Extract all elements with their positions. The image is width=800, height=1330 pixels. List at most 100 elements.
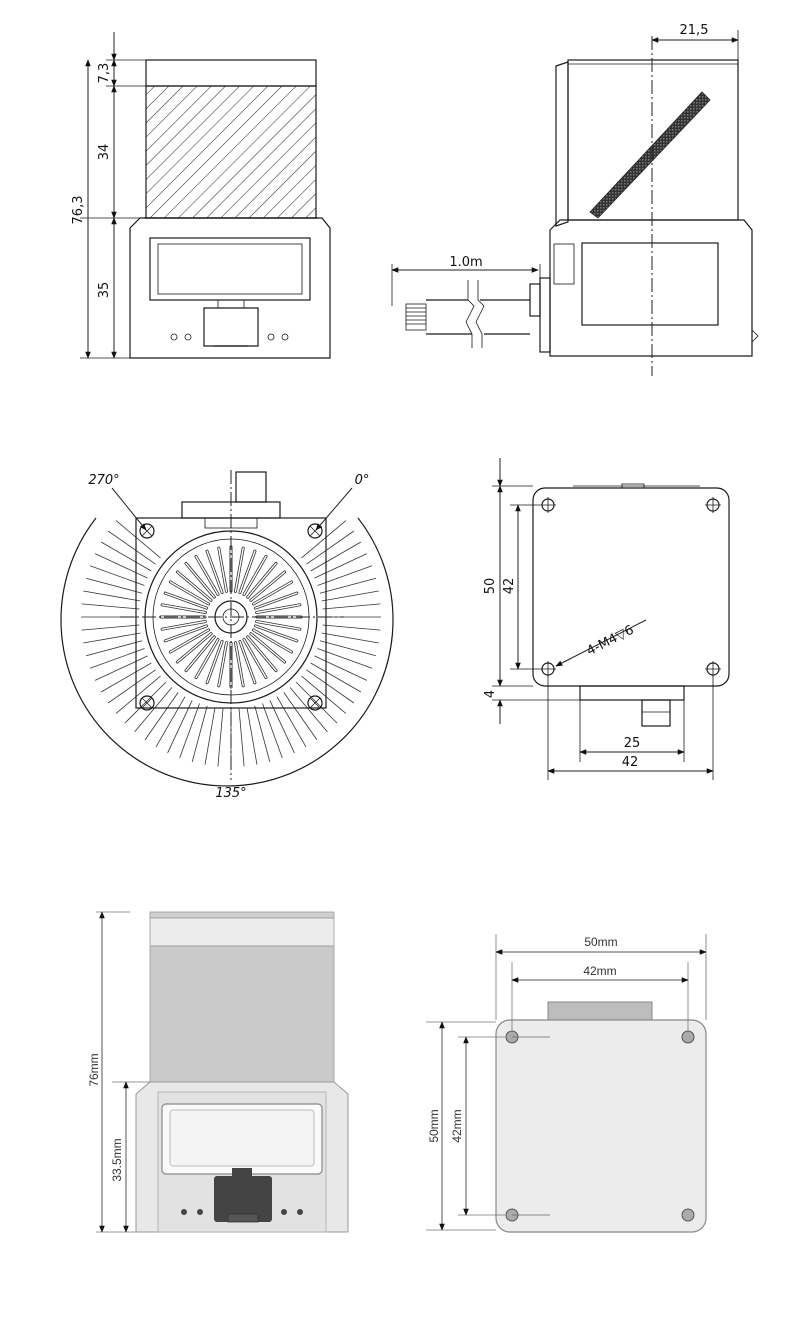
cooling-fin-highlight	[254, 625, 298, 642]
scan-spoke	[246, 707, 258, 765]
scan-spoke	[83, 590, 141, 602]
scan-spoke	[107, 530, 156, 565]
cooling-fin-highlight	[206, 640, 223, 684]
dim-42-horizontal: 42	[622, 755, 639, 770]
cooling-fin-highlight	[239, 550, 256, 594]
dim-50: 50	[483, 578, 498, 595]
angle-0: 0°	[355, 473, 370, 488]
side-view-drawing	[391, 30, 759, 376]
dim-50mm-horizontal: 50mm	[584, 935, 617, 949]
cooling-fin-highlight	[164, 625, 208, 642]
dim-4: 4	[483, 690, 498, 698]
scan-spoke	[283, 692, 318, 741]
dim-25: 25	[624, 736, 641, 751]
dim-42mm-vertical: 42mm	[450, 1109, 464, 1142]
scan-spoke	[134, 687, 173, 733]
cooling-fin-highlight	[252, 629, 293, 653]
scan-spoke	[85, 640, 143, 657]
cooling-fin-highlight	[185, 636, 216, 672]
scan-spoke	[167, 700, 193, 754]
scan-spoke	[81, 603, 140, 610]
scan-spoke	[314, 553, 368, 579]
cooling-fin-highlight	[254, 592, 298, 609]
scan-spoke	[276, 696, 307, 748]
scan-spoke	[319, 577, 377, 594]
cooling-fin-highlight	[206, 550, 223, 594]
scan-spoke	[289, 687, 328, 733]
scan-spokes	[81, 520, 381, 767]
cooling-fin-highlight	[218, 641, 228, 687]
bottom-mounting-view	[492, 458, 730, 780]
scan-spoke	[322, 603, 381, 610]
dim-50mm-vertical: 50mm	[427, 1109, 441, 1142]
dim-34: 34	[97, 144, 112, 161]
cooling-fin-highlight	[169, 629, 210, 653]
scan-spoke	[100, 662, 152, 693]
dim-76-3: 76,3	[71, 196, 86, 225]
scan-spoke	[306, 530, 355, 565]
scan-spoke	[83, 632, 141, 644]
scan-spoke	[301, 675, 347, 714]
scan-spoke	[217, 708, 224, 767]
scan-spoke	[94, 553, 148, 579]
scan-spoke	[179, 703, 200, 759]
cooling-fin-highlight	[255, 620, 301, 630]
scan-spoke	[319, 640, 377, 657]
cooling-fin-highlight	[161, 620, 207, 630]
angle-135: 135°	[215, 786, 246, 801]
base-view-render	[426, 934, 707, 1233]
front-view-render	[96, 911, 349, 1233]
cooling-fin-highlight	[176, 571, 212, 601]
cooling-fin-highlight	[218, 547, 228, 593]
cooling-fin-highlight	[185, 562, 216, 598]
cooling-fin-highlight	[250, 571, 286, 601]
scan-spoke	[85, 577, 143, 594]
cooling-fin-highlight	[195, 638, 219, 679]
scan-spoke	[191, 705, 208, 763]
scan-spoke	[204, 707, 216, 765]
scan-spoke	[94, 655, 148, 681]
dim-7-3: 7,3	[97, 63, 112, 84]
cooling-fin-highlight	[234, 547, 244, 593]
scan-spoke	[115, 520, 161, 559]
scan-spoke	[254, 705, 271, 763]
cooling-fin-highlight	[164, 592, 208, 609]
scan-spoke	[306, 669, 355, 704]
dim-42mm-horizontal: 42mm	[583, 964, 616, 978]
front-view-drawing	[80, 32, 331, 359]
cooling-fin-highlight	[176, 633, 212, 663]
scan-spoke	[155, 696, 186, 748]
scan-spoke	[322, 624, 381, 631]
dim-21-5: 21,5	[680, 23, 709, 38]
cooling-fin-highlight	[255, 604, 301, 614]
scan-spoke	[262, 703, 283, 759]
scan-spoke	[269, 700, 295, 754]
top-view-scan-sector	[60, 470, 394, 787]
scan-spoke	[321, 590, 379, 602]
scan-spoke	[314, 655, 368, 681]
cooling-fin-highlight	[243, 638, 267, 679]
dim-76mm: 76mm	[87, 1053, 101, 1086]
scan-spoke	[310, 662, 362, 693]
thread-callout: 4-M4▽6	[584, 623, 636, 659]
cable-length: 1.0m	[449, 255, 482, 270]
scan-spoke	[301, 520, 347, 559]
cooling-fin-highlight	[169, 581, 210, 605]
scan-spoke	[115, 675, 161, 714]
scan-spoke	[107, 669, 156, 704]
cooling-fin-highlight	[252, 581, 293, 605]
scan-spoke	[124, 681, 167, 724]
cooling-fin-highlight	[234, 641, 244, 687]
scan-spoke	[321, 632, 379, 644]
dim-42: 42	[502, 578, 517, 595]
dim-33-5mm: 33.5mm	[110, 1138, 124, 1181]
scan-spoke	[295, 681, 338, 724]
scan-spoke	[81, 624, 140, 631]
cooling-fin-highlight	[161, 604, 207, 614]
cooling-fin-highlight	[239, 640, 256, 684]
scan-spoke	[100, 541, 152, 572]
dim-35: 35	[97, 282, 112, 299]
cooling-fin-highlight	[195, 555, 219, 596]
scan-spoke	[144, 692, 179, 741]
